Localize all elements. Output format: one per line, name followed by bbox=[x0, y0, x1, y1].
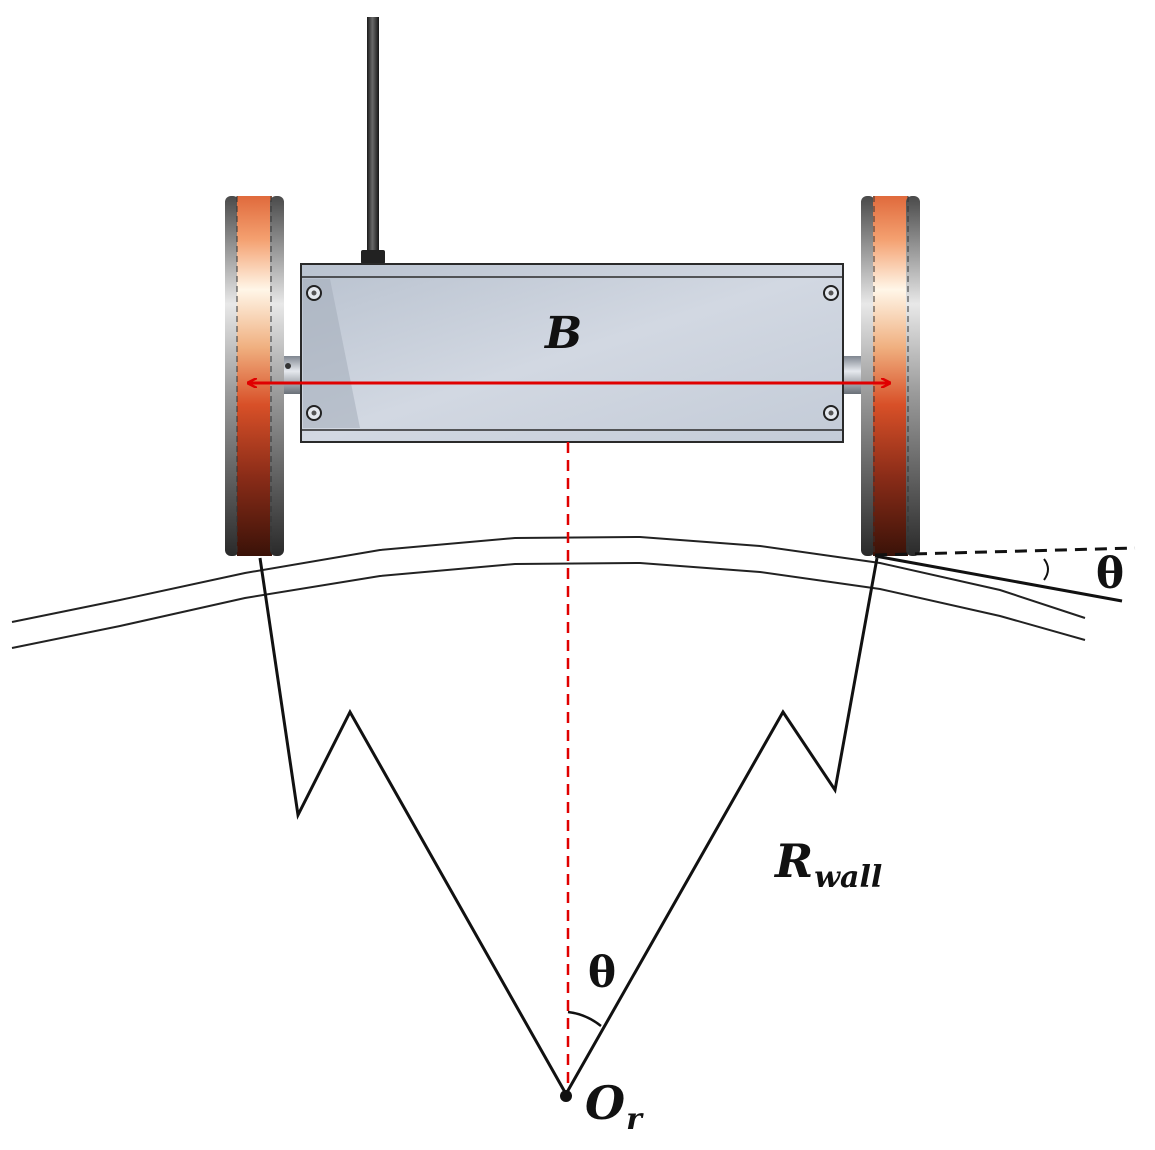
wall-angle-indicator bbox=[874, 546, 1136, 603]
center-label-subscript: r bbox=[626, 1102, 642, 1137]
left-radius-line bbox=[258, 557, 568, 1095]
right-radius-line bbox=[564, 557, 879, 1095]
center-angle-arc bbox=[567, 1010, 602, 1027]
center-angle-label: θ bbox=[588, 948, 617, 997]
center-label-main: O bbox=[585, 1076, 626, 1130]
radius-label-main: R bbox=[775, 834, 814, 888]
right-wheel bbox=[861, 196, 920, 556]
radius-label-subscript: wall bbox=[814, 860, 883, 895]
center-label: Or bbox=[585, 1080, 642, 1135]
robot-body bbox=[300, 263, 844, 443]
width-label: B bbox=[545, 308, 583, 359]
pipe-wall bbox=[11, 535, 1086, 649]
wall-angle-label: θ bbox=[1096, 549, 1125, 598]
center-point bbox=[560, 1090, 572, 1102]
left-wheel bbox=[225, 196, 284, 556]
antenna bbox=[361, 17, 385, 264]
radius-label: Rwall bbox=[775, 838, 882, 893]
